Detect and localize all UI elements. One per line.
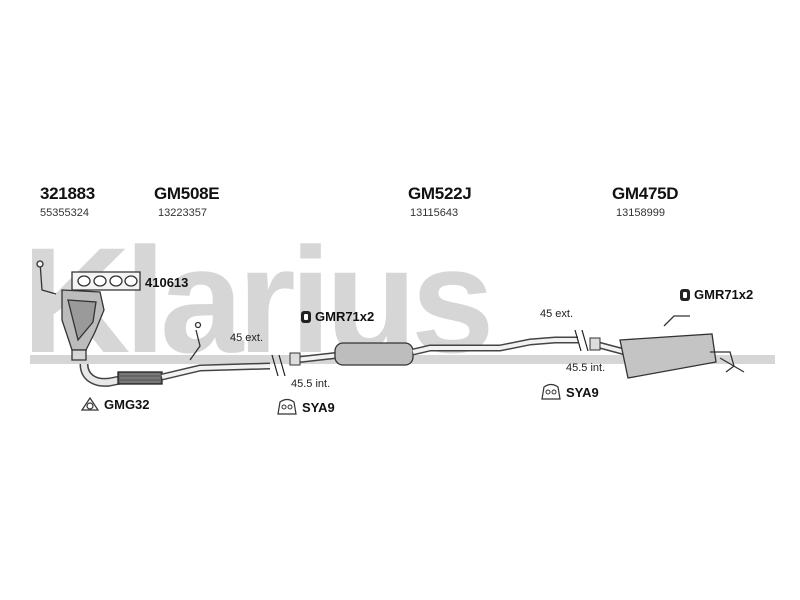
clamp-right-label: GMR71x2 (694, 287, 754, 302)
part-oe-catalyst: 55355324 (40, 207, 89, 219)
part-oe-centre-section: 13115643 (410, 207, 459, 219)
rubber-mount-icon (541, 383, 561, 400)
clamp-right: GMR71x2 (679, 287, 753, 302)
mount-left-label: SYA9 (302, 399, 335, 415)
clamp-left: GMR71x2 (300, 309, 374, 324)
joint-right-ext: 45 ext. (540, 308, 574, 320)
centre-section (294, 336, 578, 366)
clamp-icon (301, 310, 311, 323)
gasket-label: GMG32 (104, 396, 150, 412)
rubber-mount-icon (277, 398, 297, 415)
mount-left: SYA9 (276, 398, 335, 416)
part-code-catalyst: 321883 (40, 184, 95, 203)
part-oe-front-pipe: 13223357 (158, 207, 207, 219)
part-code-front-pipe: GM508E (154, 184, 220, 203)
clamp-icon (680, 288, 690, 301)
part-code-rear-silencer: GM475D (612, 184, 679, 203)
clamp-left-label: GMR71x2 (315, 309, 375, 324)
joint-left-int: 45.5 int. (291, 378, 331, 390)
mount-right: SYA9 (540, 383, 599, 401)
part-code-centre-section: GM522J (408, 184, 472, 203)
part-oe-rear-silencer: 13158999 (616, 207, 665, 219)
mount-right-label: SYA9 (566, 384, 599, 400)
gasket-ring-icon (80, 396, 100, 411)
catalytic-converter (36, 260, 141, 361)
joint-sleeves (289, 337, 601, 366)
joint-right-int: 45.5 int. (566, 362, 606, 374)
joint-marks (271, 329, 589, 377)
manifold-gasket-label: 410613 (145, 275, 189, 290)
joint-left-ext: 45 ext. (230, 332, 264, 344)
front-pipe (79, 321, 271, 387)
gasket: GMG32 (80, 396, 150, 412)
rear-silencer (594, 315, 745, 379)
